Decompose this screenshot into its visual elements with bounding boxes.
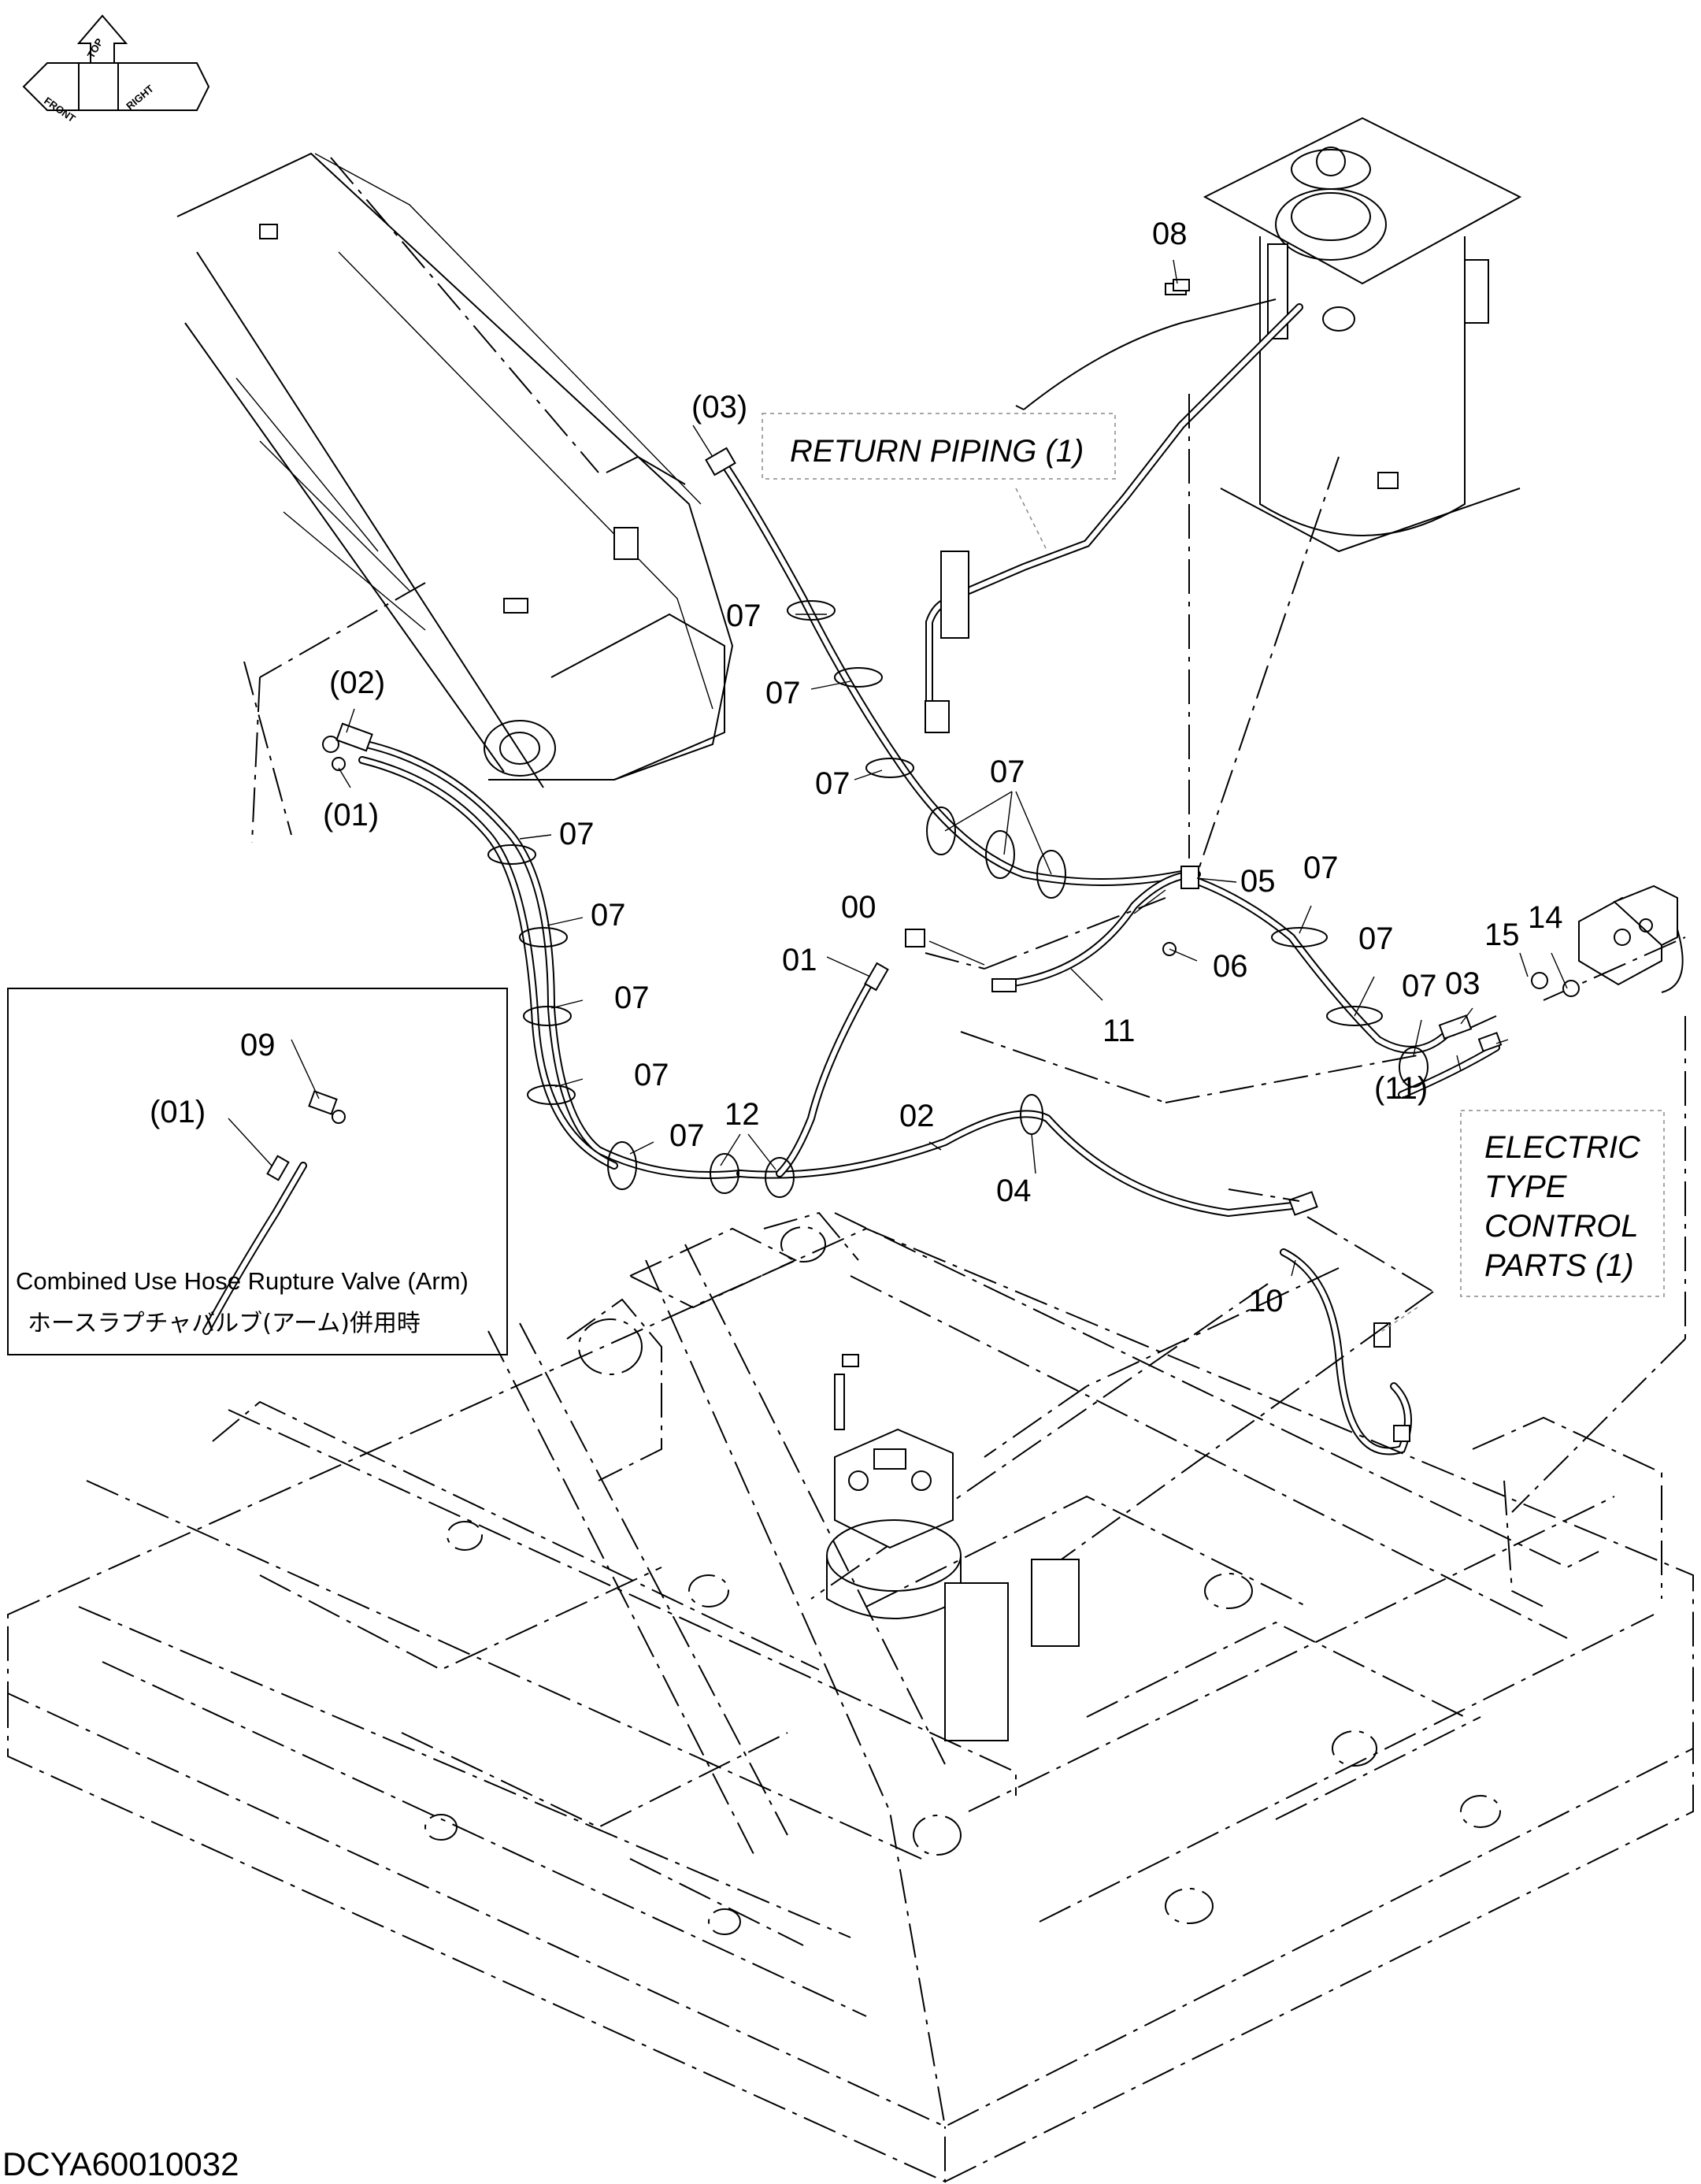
swing-motor: [826, 1354, 1080, 1741]
note-electric-line1: ELECTRIC: [1484, 1130, 1641, 1165]
callout-07-h: 07: [634, 1058, 669, 1092]
callout-p01: (01): [323, 798, 379, 832]
callout-00: 00: [841, 890, 876, 925]
callout-07-e: 07: [559, 817, 595, 851]
callout-labels: 08 (03) 07 07 07 07 (02) (01) 07 07 07 0…: [323, 217, 1563, 1318]
note-return-piping: RETURN PIPING (1): [762, 413, 1116, 480]
callout-p11: (11): [1374, 1071, 1428, 1106]
upperstructure-main-frame: [7, 1211, 1694, 2183]
callout-06: 06: [1213, 949, 1248, 984]
callout-07-g: 07: [614, 981, 650, 1015]
note-electric-line4: PARTS (1): [1484, 1248, 1634, 1283]
inset-label-01: (01): [150, 1095, 206, 1129]
hydraulic-tank: [1203, 117, 1522, 553]
callout-07-f: 07: [591, 898, 626, 933]
callout-02: 02: [899, 1099, 935, 1133]
callout-07-k: 07: [1358, 921, 1394, 956]
callout-07-b: 07: [765, 676, 801, 710]
callout-12: 12: [724, 1097, 760, 1132]
callout-07-i: 07: [669, 1118, 705, 1153]
callout-07-c: 07: [815, 766, 850, 801]
note-electric-line3: CONTROL: [1484, 1209, 1639, 1244]
callout-04: 04: [996, 1174, 1032, 1208]
callout-10: 10: [1248, 1284, 1284, 1318]
pilot-hoses: [322, 279, 1580, 1455]
callout-07-d: 07: [990, 755, 1025, 789]
drawing-code: DCYA60010032: [2, 2145, 239, 2182]
orientation-arrow-icon: TOP FRONT RIGHT: [22, 14, 210, 124]
note-electric-line2: TYPE: [1484, 1170, 1568, 1204]
callout-p02: (02): [329, 666, 385, 700]
inset-label-09: 09: [240, 1028, 276, 1062]
leader-lines: [338, 259, 1568, 1332]
callout-05: 05: [1240, 864, 1276, 899]
callout-p03: (03): [691, 390, 747, 425]
callout-07-j: 07: [1303, 851, 1339, 885]
return-piping: [925, 283, 1303, 858]
inset-hose-rupture-valve: 09 (01) Combined Use Hose Rupture Valve …: [7, 988, 508, 1355]
callout-03: 03: [1445, 966, 1480, 1001]
inset-caption-jp: ホースラプチャバルブ(アーム)併用時: [28, 1310, 421, 1337]
callout-15: 15: [1484, 918, 1520, 952]
callout-14: 14: [1528, 900, 1563, 935]
callout-01: 01: [782, 943, 817, 977]
callout-08: 08: [1152, 217, 1188, 251]
callout-11: 11: [1102, 1014, 1136, 1048]
control-valve-block: [1409, 884, 1686, 1056]
boom-structure: [176, 152, 734, 844]
note-return-piping-text: RETURN PIPING (1): [790, 434, 1084, 469]
inset-caption-en: Combined Use Hose Rupture Valve (Arm): [16, 1267, 469, 1295]
callout-07-l: 07: [1402, 969, 1437, 1003]
callout-07-a: 07: [726, 599, 762, 633]
note-electric-control-parts: ELECTRIC TYPE CONTROL PARTS (1): [1460, 1110, 1665, 1297]
